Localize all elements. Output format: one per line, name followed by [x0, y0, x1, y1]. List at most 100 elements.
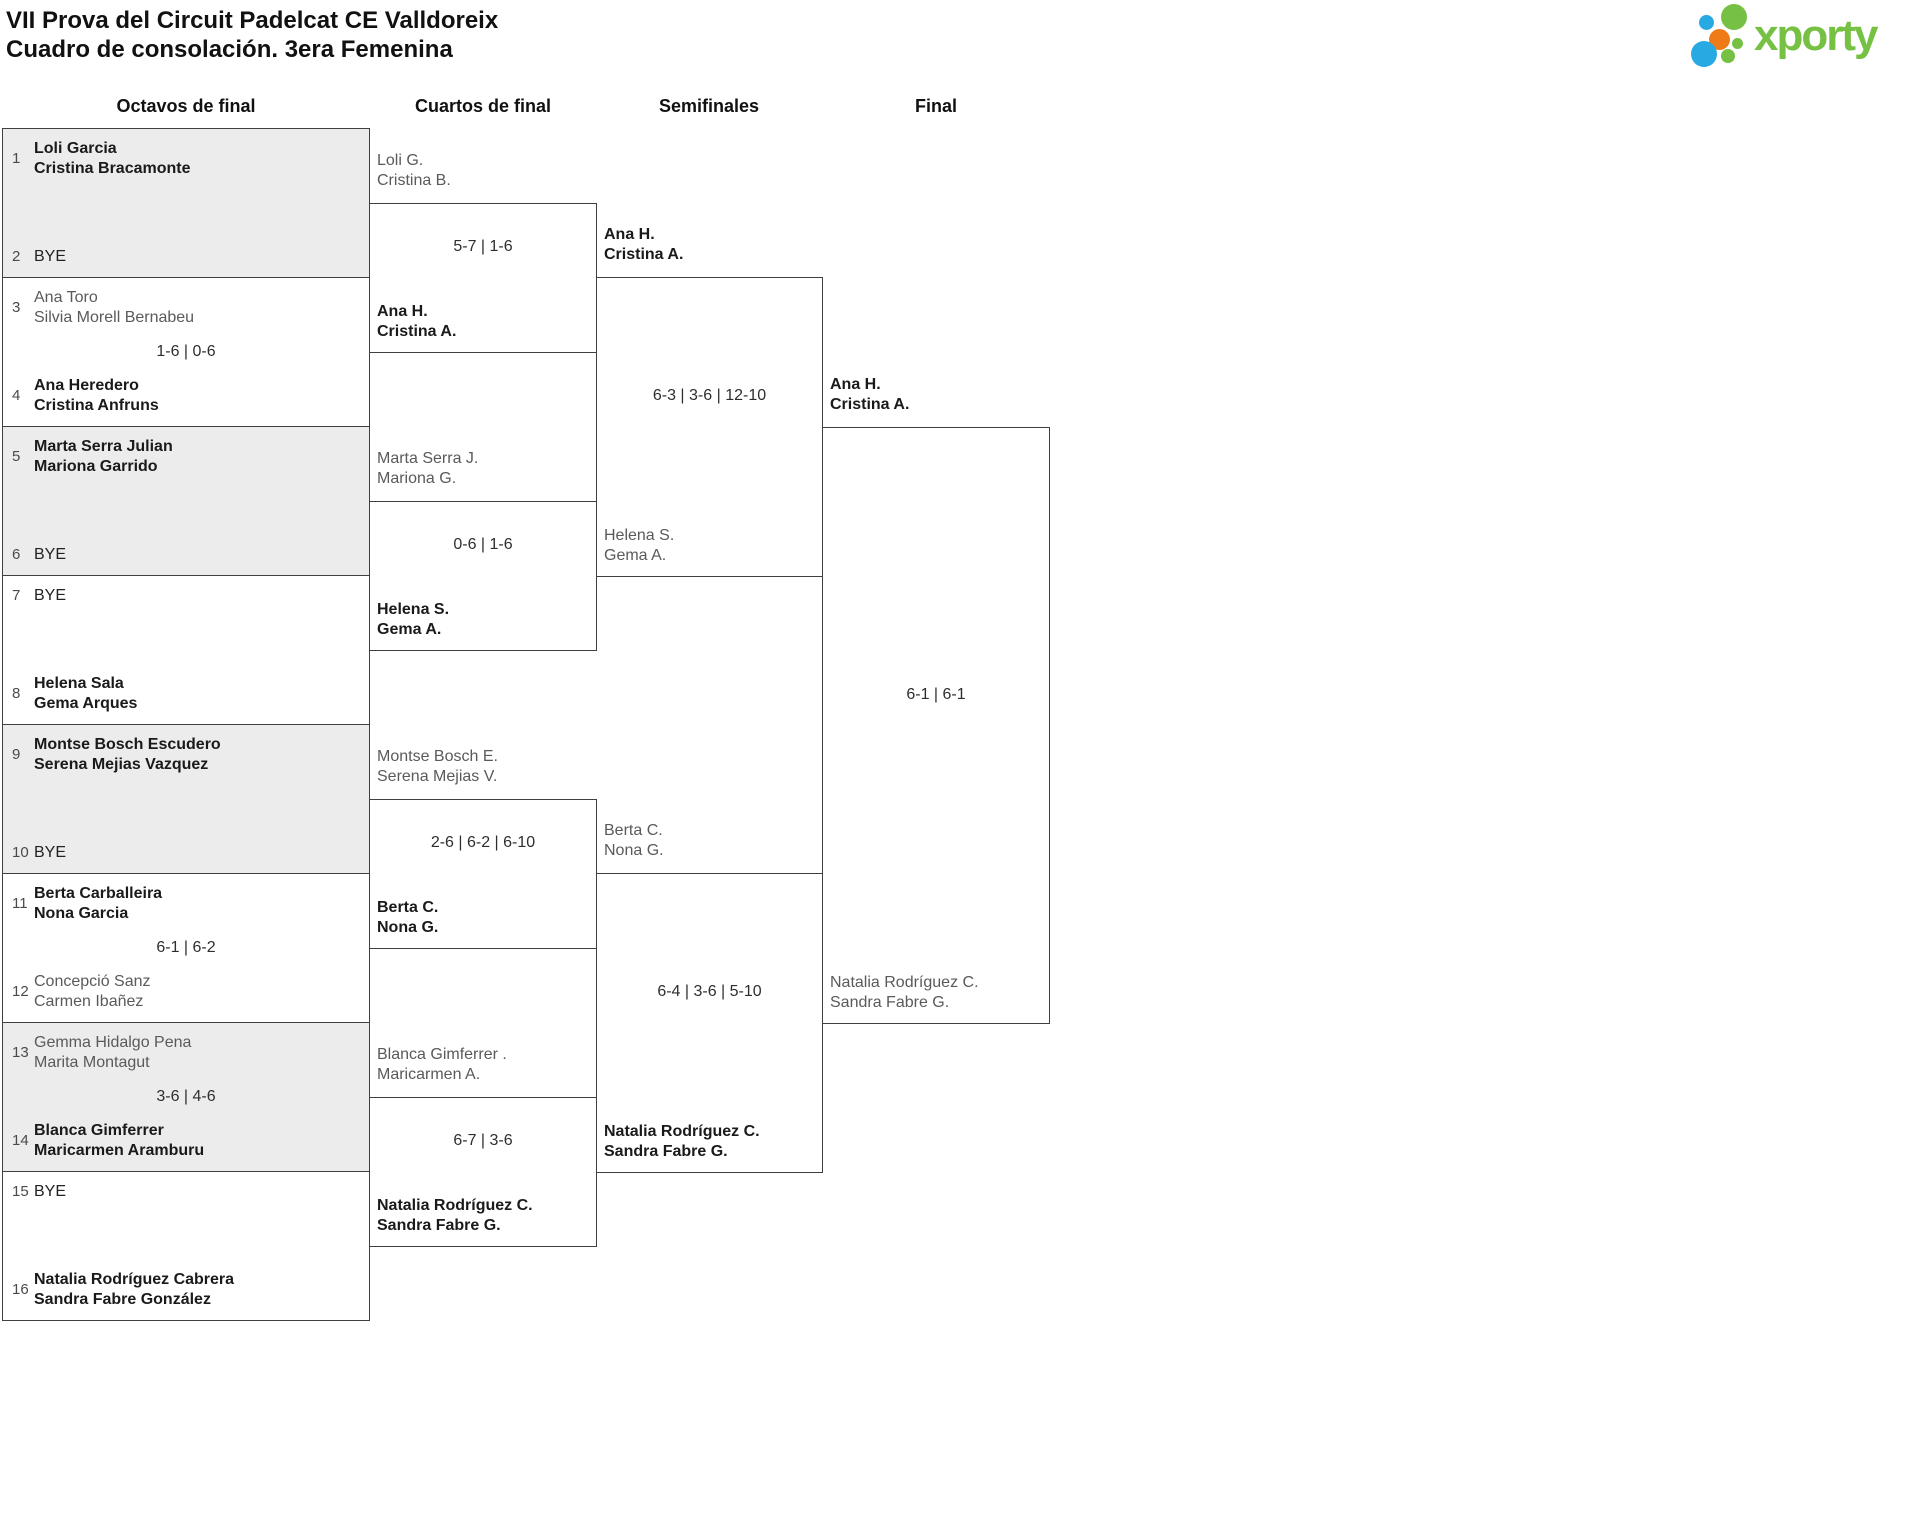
- semifinal-match-2: Berta C. Nona G. 6-4 | 3-6 | 5-10 Natali…: [596, 822, 823, 1173]
- player-name: BYE: [34, 248, 67, 265]
- player-name: Ana H.: [830, 376, 881, 393]
- player-name: Sandra Fabre G.: [830, 994, 950, 1011]
- seed-number: 11: [12, 895, 28, 912]
- xporty-logo: xporty: [1690, 2, 1880, 74]
- player-name: Cristina Bracamonte: [34, 160, 191, 177]
- team-names: BYE: [34, 545, 66, 565]
- entry-1: 1 Loli Garcia Cristina Bracamonte: [3, 139, 369, 179]
- semifinal-match-1: Ana H. Cristina A. 6-3 | 3-6 | 12-10 Hel…: [596, 226, 823, 577]
- player-name: Concepció Sanz: [34, 973, 151, 990]
- match-bottom-team: Ana H. Cristina A.: [377, 302, 456, 342]
- seed-number: 16: [12, 1281, 29, 1298]
- team-names: Marta Serra Julian Mariona Garrido: [34, 437, 173, 477]
- seed-number: 5: [12, 448, 21, 465]
- seed-number: 7: [12, 587, 21, 604]
- match-score: 1-6 | 0-6: [156, 343, 216, 360]
- match-score: 5-7 | 1-6: [453, 238, 513, 255]
- player-name: Blanca Gimferrer .: [377, 1046, 507, 1063]
- match-top-team: Marta Serra J. Mariona G.: [377, 449, 478, 489]
- player-name: Sandra Fabre G.: [377, 1217, 501, 1234]
- player-name: Natalia Rodríguez C.: [604, 1123, 760, 1140]
- player-name: Nona G.: [604, 842, 664, 859]
- match-bottom-team: Natalia Rodríguez C. Sandra Fabre G.: [830, 973, 979, 1013]
- tournament-title: VII Prova del Circuit Padelcat CE Valldo…: [6, 7, 499, 34]
- player-name: Ana Toro: [34, 289, 98, 306]
- logo-dot-icon: [1732, 38, 1743, 49]
- entry-15: 15 BYE: [3, 1182, 369, 1202]
- player-name: Gema A.: [377, 621, 442, 638]
- cuartos-match-2: Marta Serra J. Mariona G. 0-6 | 1-6 Hele…: [369, 450, 597, 651]
- team-names: Berta Carballeira Nona Garcia: [34, 884, 162, 924]
- team-names: Gemma Hidalgo Pena Marita Montagut: [34, 1033, 191, 1073]
- player-name: Sandra Fabre G.: [604, 1143, 728, 1160]
- team-names: Natalia Rodríguez Cabrera Sandra Fabre G…: [34, 1270, 234, 1310]
- player-name: Natalia Rodríguez Cabrera: [34, 1271, 235, 1288]
- player-name: Silvia Morell Bernabeu: [34, 309, 195, 326]
- match-score: 3-6 | 4-6: [156, 1088, 216, 1105]
- page-title: VII Prova del Circuit Padelcat CE Valldo…: [6, 6, 498, 64]
- match-bottom-team: Helena S. Gema A.: [604, 526, 674, 566]
- player-name: Cristina A.: [377, 323, 457, 340]
- round-header-cuartos: Cuartos de final: [414, 96, 552, 116]
- player-name: BYE: [34, 1183, 67, 1200]
- entry-8: 8 Helena Sala Gema Arques: [3, 674, 369, 714]
- player-name: Maricarmen A.: [377, 1066, 481, 1083]
- logo-dot-icon: [1709, 29, 1730, 50]
- entry-12: 12 Concepció Sanz Carmen Ibañez: [3, 972, 369, 1012]
- logo-dot-icon: [1721, 4, 1747, 30]
- match-bottom-team: Natalia Rodríguez C. Sandra Fabre G.: [377, 1196, 533, 1236]
- team-names: BYE: [34, 247, 66, 267]
- player-name: Berta C.: [377, 899, 439, 916]
- match-score: 2-6 | 6-2 | 6-10: [430, 834, 536, 851]
- player-name: Maricarmen Aramburu: [34, 1142, 205, 1159]
- entry-3: 3 Ana Toro Silvia Morell Bernabeu: [3, 288, 369, 328]
- entry-10: 10 BYE: [3, 843, 369, 863]
- player-name: Cristina A.: [604, 246, 684, 263]
- match-score: 6-7 | 3-6: [453, 1132, 513, 1149]
- entry-2: 2 BYE: [3, 247, 369, 267]
- octavos-box-4: 7 BYE 8 Helena Sala Gema Arques: [2, 575, 370, 725]
- entry-11: 11 Berta Carballeira Nona Garcia: [3, 884, 369, 924]
- player-name: Loli G.: [377, 152, 424, 169]
- cuartos-match-3: Montse Bosch E. Serena Mejias V. 2-6 | 6…: [369, 748, 597, 949]
- player-name: Ana Heredero: [34, 377, 139, 394]
- team-names: Ana Toro Silvia Morell Bernabeu: [34, 288, 194, 328]
- match-score: 6-1 | 6-1: [906, 685, 966, 703]
- player-name: Gema Arques: [34, 695, 138, 712]
- octavos-box-6: 11 Berta Carballeira Nona Garcia 6-1 | 6…: [2, 873, 370, 1023]
- player-name: Berta Carballeira: [34, 885, 163, 902]
- octavos-box-5: 9 Montse Bosch Escudero Serena Mejias Va…: [2, 724, 370, 874]
- match-top-team: Blanca Gimferrer . Maricarmen A.: [377, 1045, 507, 1085]
- match-score: 6-4 | 3-6 | 5-10: [657, 983, 762, 1000]
- player-name: Serena Mejias Vazquez: [34, 756, 209, 773]
- player-name: Cristina Anfruns: [34, 397, 159, 414]
- player-name: Helena S.: [604, 527, 675, 544]
- octavos-box-1: 1 Loli Garcia Cristina Bracamonte 2 BYE: [2, 128, 370, 278]
- entry-14: 14 Blanca Gimferrer Maricarmen Aramburu: [3, 1121, 369, 1161]
- round-header-final: Final: [914, 96, 957, 116]
- entry-6: 6 BYE: [3, 545, 369, 565]
- seed-number: 13: [12, 1044, 29, 1061]
- match-bottom-team: Natalia Rodríguez C. Sandra Fabre G.: [604, 1122, 760, 1162]
- player-name: Helena S.: [377, 601, 450, 618]
- player-name: Mariona G.: [377, 470, 457, 487]
- player-name: Berta C.: [604, 822, 663, 839]
- cuartos-match-4: Blanca Gimferrer . Maricarmen A. 6-7 | 3…: [369, 1046, 597, 1247]
- player-name: Gemma Hidalgo Pena: [34, 1034, 192, 1051]
- logo-dot-icon: [1721, 49, 1735, 63]
- player-name: Helena Sala: [34, 675, 124, 692]
- logo-dot-icon: [1691, 41, 1717, 67]
- octavos-box-8: 15 BYE 16 Natalia Rodríguez Cabrera Sand…: [2, 1171, 370, 1321]
- team-names: BYE: [34, 586, 66, 606]
- team-names: Helena Sala Gema Arques: [34, 674, 137, 714]
- team-names: BYE: [34, 1182, 66, 1202]
- player-name: Sandra Fabre González: [34, 1291, 211, 1308]
- player-name: Blanca Gimferrer: [34, 1122, 164, 1139]
- team-names: Concepció Sanz Carmen Ibañez: [34, 972, 151, 1012]
- match-top-team: Montse Bosch E. Serena Mejias V.: [377, 747, 498, 787]
- player-name: Gema A.: [604, 547, 667, 564]
- brand-wordmark: xporty: [1754, 11, 1878, 60]
- octavos-box-7: 13 Gemma Hidalgo Pena Marita Montagut 3-…: [2, 1022, 370, 1172]
- octavos-box-3: 5 Marta Serra Julian Mariona Garrido 6 B…: [2, 426, 370, 576]
- seed-number: 6: [12, 546, 21, 563]
